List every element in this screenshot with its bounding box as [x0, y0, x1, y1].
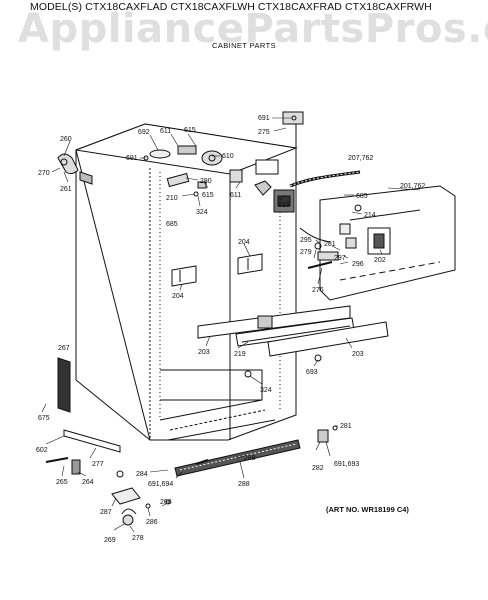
page-header: AppliancePartsPros.com MODEL(S) CTX18CAX…	[0, 0, 488, 52]
callout-203-right: 203	[352, 351, 364, 358]
callout-265: 265	[56, 479, 68, 486]
callout-675: 675	[38, 415, 50, 422]
callout-691-693: 691,693	[334, 461, 359, 468]
callout-260: 260	[60, 136, 72, 143]
art-number: (ART NO. WR18199 C4)	[326, 505, 409, 514]
callout-261: 261	[60, 186, 72, 193]
callout-286: 286	[146, 519, 158, 526]
leveling-parts	[45, 429, 124, 478]
watermark-text: AppliancePartsPros.com	[18, 6, 488, 52]
callout-284: 284	[136, 471, 148, 478]
small-hardware	[143, 115, 338, 443]
callout-685-right: 685	[356, 193, 368, 200]
callout-288-bottom: 288	[238, 481, 250, 488]
callout-270: 270	[38, 170, 50, 177]
callout-611-top: 611	[160, 128, 171, 135]
callout-613: 613	[278, 202, 290, 209]
roller-assembly	[111, 487, 171, 526]
exploded-parts-diagram: 691 275 692 611 615 260 691 610 207,762 …	[36, 111, 456, 544]
callout-267: 267	[58, 345, 70, 352]
leader-lines	[41, 117, 421, 533]
callout-264: 264	[82, 479, 94, 486]
side-panel	[57, 357, 71, 413]
callout-602: 602	[36, 447, 48, 454]
callout-281-bottom: 281	[340, 423, 352, 430]
callout-207-762: 207,762	[348, 155, 373, 162]
callout-296: 296	[352, 261, 364, 268]
callout-203-left: 203	[198, 349, 210, 356]
callout-279: 279	[300, 249, 312, 256]
mullion-assembly	[197, 305, 389, 357]
callout-287: 287	[100, 509, 112, 516]
page-subtitle: CABINET PARTS	[212, 41, 276, 50]
callout-210: 210	[166, 195, 178, 202]
callout-276: 276	[312, 287, 324, 294]
model-list: MODEL(S) CTX18CAXFLAD CTX18CAXFLWH CTX18…	[30, 1, 432, 13]
wire-harness	[273, 170, 361, 213]
callout-288-top: 288	[244, 455, 256, 462]
callout-201-762: 201,762	[400, 183, 425, 190]
brackets	[171, 253, 263, 287]
callout-691-694: 691,694	[148, 481, 173, 488]
callout-281-mid: 281	[324, 241, 336, 248]
callout-324-bottom: 324	[260, 387, 272, 394]
control-board	[319, 185, 456, 301]
callout-278: 278	[132, 535, 144, 542]
callout-295: 295	[300, 237, 312, 244]
callout-277: 277	[92, 461, 104, 468]
callout-692: 692	[138, 129, 150, 136]
thermostat-assembly	[299, 227, 339, 269]
callout-615-top: 615	[184, 127, 196, 134]
callout-204-top: 204	[238, 239, 250, 246]
callout-282: 282	[312, 465, 324, 472]
callout-219: 219	[234, 351, 246, 358]
callout-611-mid: 611	[230, 192, 241, 199]
callout-610: 610	[222, 153, 234, 160]
callout-labels: 691 275 692 611 615 260 691 610 207,762 …	[36, 115, 425, 544]
callout-691-left: 691	[126, 155, 138, 162]
callout-615-mid: 615	[202, 192, 214, 199]
callout-297: 297	[334, 255, 346, 262]
callout-204-left: 204	[172, 293, 184, 300]
callout-691-top: 691	[258, 115, 270, 122]
callout-269: 269	[104, 537, 116, 544]
callout-202: 202	[374, 257, 386, 264]
top-controls	[149, 111, 304, 196]
callout-693-mid: 693	[306, 369, 318, 376]
callout-275: 275	[258, 129, 270, 136]
callout-280: 280	[200, 178, 212, 185]
callout-214: 214	[364, 212, 376, 219]
top-hinge	[57, 153, 93, 185]
toe-grille	[174, 439, 301, 477]
callout-324-top: 324	[196, 209, 208, 216]
callout-268: 268	[160, 499, 172, 506]
callout-685-left: 685	[166, 221, 178, 228]
